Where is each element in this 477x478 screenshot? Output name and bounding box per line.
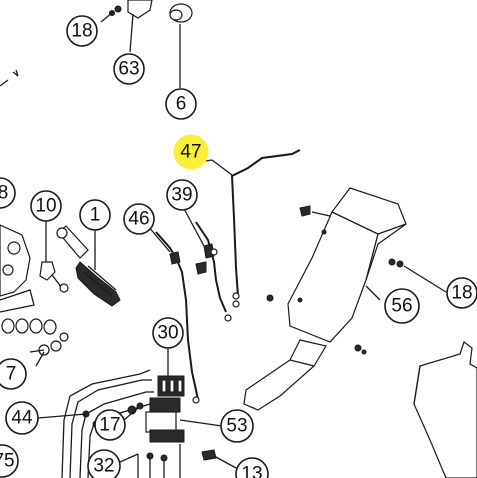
callout-39: 39 <box>166 179 198 211</box>
svg-text:56: 56 <box>391 296 412 317</box>
callout-46: 46 <box>123 203 155 235</box>
washer-stack <box>1 318 69 356</box>
callout-18-right: 18 <box>446 277 477 309</box>
callout-44: 44 <box>5 401 39 435</box>
svg-text:7: 7 <box>6 364 17 385</box>
callout-75: 75 <box>0 444 19 478</box>
callout-30: 30 <box>152 317 184 349</box>
svg-text:32: 32 <box>93 456 114 477</box>
svg-text:39: 39 <box>171 185 192 206</box>
leader-lines <box>35 159 447 469</box>
callout-1: 1 <box>79 199 111 231</box>
callout-32: 32 <box>87 449 121 478</box>
svg-text:17: 17 <box>99 415 120 436</box>
left-valve-assembly <box>0 224 35 313</box>
cover-panel-56 <box>243 187 407 411</box>
svg-text:10: 10 <box>35 196 56 217</box>
callout-10: 10 <box>30 190 62 222</box>
callout-6: 6 <box>165 88 197 120</box>
callout-13: 13 <box>235 457 269 478</box>
rod-46 <box>155 231 207 404</box>
rod-47 <box>211 149 301 308</box>
callout-18-top: 18 <box>66 15 98 47</box>
knob-part <box>169 3 193 88</box>
svg-text:46: 46 <box>128 209 149 230</box>
callout-47-highlighted: 47 <box>173 134 209 170</box>
side-plate-part <box>413 341 477 478</box>
svg-text:47: 47 <box>180 142 201 163</box>
rod-39 <box>195 221 232 322</box>
callout-56: 56 <box>384 288 420 324</box>
callout-7: 7 <box>0 358 27 390</box>
svg-text:1: 1 <box>90 205 101 226</box>
callout-53: 53 <box>220 409 254 443</box>
callout-63: 63 <box>113 53 145 85</box>
fittings-bottom <box>137 444 217 478</box>
handle-grip-part <box>56 225 121 307</box>
bolt-18-right <box>266 205 404 355</box>
svg-text:18: 18 <box>71 21 92 42</box>
svg-text:63: 63 <box>118 59 139 80</box>
bolt-10 <box>39 220 69 293</box>
svg-text:44: 44 <box>11 408 33 429</box>
svg-text:6: 6 <box>176 94 187 115</box>
svg-text:13: 13 <box>241 464 262 478</box>
callout-17: 17 <box>94 409 126 441</box>
top-bracket-part <box>100 0 153 23</box>
svg-text:30: 30 <box>157 323 178 344</box>
small-screw-left <box>0 69 19 87</box>
svg-text:18: 18 <box>451 283 472 304</box>
callout-8: 8 <box>0 177 16 209</box>
svg-text:53: 53 <box>226 416 247 437</box>
valve-block-30 <box>145 375 185 443</box>
svg-text:8: 8 <box>0 183 8 204</box>
svg-text:75: 75 <box>0 451 15 472</box>
